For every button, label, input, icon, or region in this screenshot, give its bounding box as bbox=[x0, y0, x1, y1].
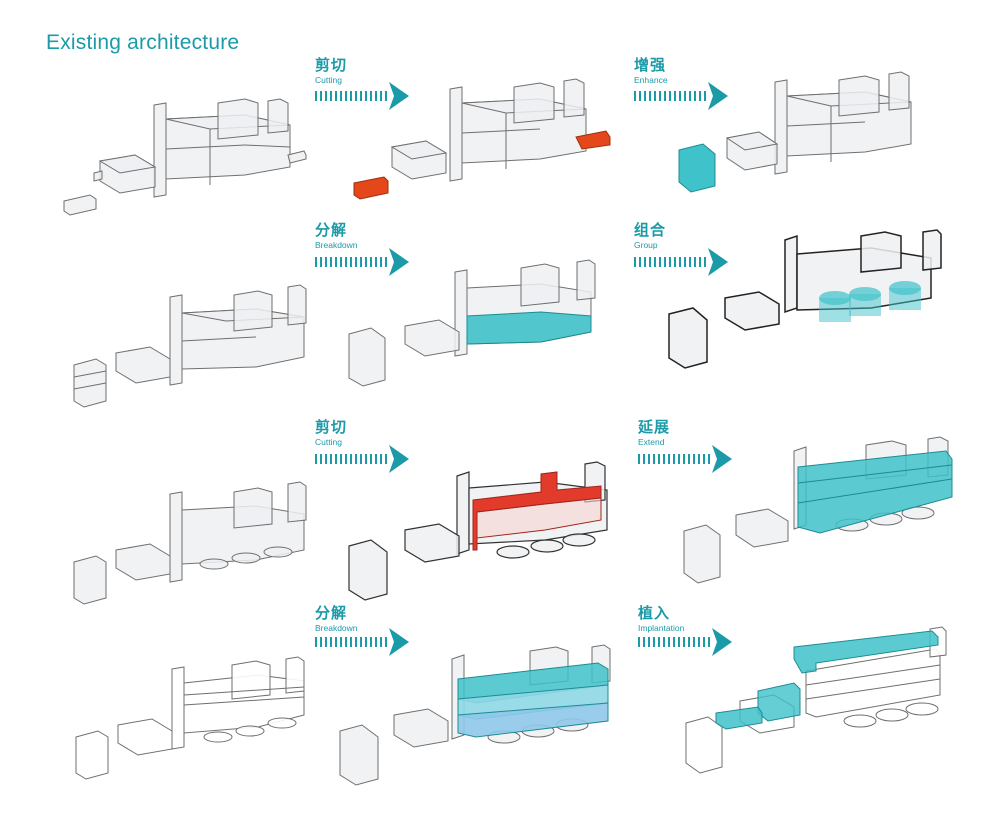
step-title-en: Breakdown bbox=[315, 240, 358, 250]
massing-cutting-source bbox=[73, 481, 307, 605]
massing-breakdown-2 bbox=[339, 644, 611, 786]
massing-existing bbox=[63, 98, 307, 216]
step-label-enhance: 增强 Enhance bbox=[634, 57, 668, 86]
step-label-group: 组合 Group bbox=[634, 222, 667, 251]
dotted-chevron-right-icon bbox=[315, 628, 409, 656]
massing-group bbox=[668, 229, 942, 369]
step-title-zh: 剪切 bbox=[315, 57, 348, 74]
dotted-chevron-right-icon bbox=[315, 445, 409, 473]
step-label-cutting-1: 剪切 Cutting bbox=[315, 57, 348, 86]
step-label-extend: 延展 Extend bbox=[638, 419, 671, 448]
step-title-zh: 增强 bbox=[634, 57, 667, 74]
massing-cutting-1 bbox=[353, 78, 611, 200]
step-title-en: Extend bbox=[638, 437, 665, 447]
step-title-zh: 剪切 bbox=[315, 419, 348, 436]
step-title-zh: 植入 bbox=[638, 605, 671, 622]
massing-cutting-2 bbox=[348, 461, 608, 601]
massing-breakdown-source bbox=[73, 284, 307, 408]
dotted-chevron-right-icon bbox=[315, 82, 409, 110]
step-title-en: Enhance bbox=[634, 75, 668, 85]
step-label-breakdown-1: 分解 Breakdown bbox=[315, 222, 358, 251]
step-label-implantation: 植入 Implantation bbox=[638, 605, 685, 634]
massing-implantation bbox=[685, 626, 947, 774]
massing-breakdown-source-2 bbox=[75, 656, 305, 780]
dotted-chevron-right-icon bbox=[638, 628, 732, 656]
step-title-en: Implantation bbox=[638, 623, 685, 633]
step-title-en: Breakdown bbox=[315, 623, 358, 633]
dotted-chevron-right-icon bbox=[638, 445, 732, 473]
step-title-en: Group bbox=[634, 240, 658, 250]
massing-breakdown-1 bbox=[348, 259, 596, 387]
dotted-chevron-right-icon bbox=[634, 82, 728, 110]
dotted-chevron-right-icon bbox=[315, 248, 409, 276]
step-title-en: Cutting bbox=[315, 437, 342, 447]
step-title-zh: 分解 bbox=[315, 222, 348, 239]
step-title-zh: 分解 bbox=[315, 605, 348, 622]
step-title-zh: 延展 bbox=[638, 419, 671, 436]
step-title-zh: 组合 bbox=[634, 222, 667, 239]
page-title: Existing architecture bbox=[46, 31, 240, 54]
step-label-breakdown-2: 分解 Breakdown bbox=[315, 605, 358, 634]
massing-enhance bbox=[678, 71, 912, 193]
massing-extend bbox=[683, 436, 953, 584]
step-label-cutting-2: 剪切 Cutting bbox=[315, 419, 348, 448]
step-title-en: Cutting bbox=[315, 75, 342, 85]
dotted-chevron-right-icon bbox=[634, 248, 728, 276]
